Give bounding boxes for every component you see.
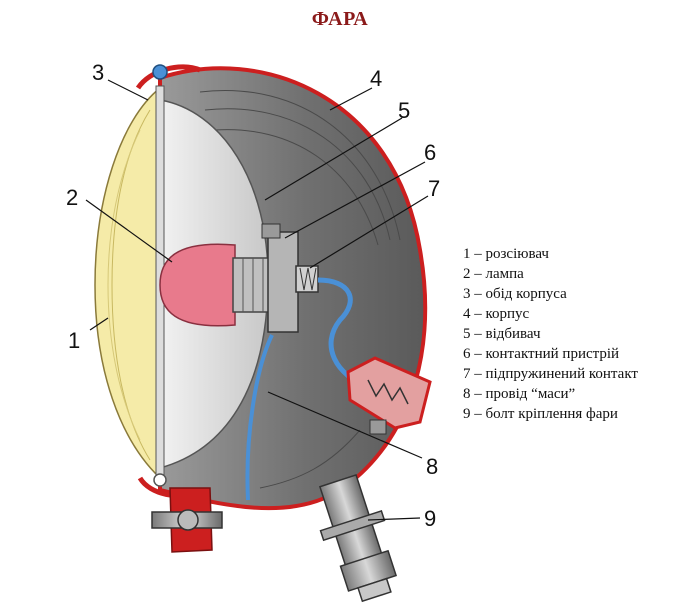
ground-wire — [245, 334, 274, 501]
legend-item-6: 6 – контактний пристрій — [463, 346, 620, 362]
spring-contact — [295, 265, 319, 293]
housing-shade-line — [259, 429, 361, 489]
side-connector-nut — [369, 419, 387, 435]
leader-line-1 — [89, 317, 109, 331]
lens-flute — [107, 129, 141, 441]
leader-line-6 — [284, 161, 426, 239]
callout-7: 7 — [428, 176, 440, 201]
mounting-bolt — [318, 474, 398, 603]
leader-line-7 — [309, 195, 429, 269]
diagram-title: ФАРА — [311, 8, 369, 30]
lens — [94, 86, 161, 480]
callout-6: 6 — [424, 140, 436, 165]
lamp-bulb — [159, 243, 236, 327]
rim-screw-icon — [152, 64, 168, 80]
callout-8: 8 — [426, 454, 438, 479]
legend-item-3: 3 – обід корпуса — [463, 286, 567, 302]
contact-device — [267, 231, 299, 333]
housing-shade-line — [199, 90, 401, 241]
spring-coil — [299, 267, 317, 291]
legend-item-5: 5 – відбивач — [463, 326, 541, 342]
legend-item-8: 8 – провід “маси” — [463, 386, 576, 402]
leader-line-8 — [267, 391, 423, 459]
leader-line-3 — [107, 79, 149, 101]
callout-1: 1 — [68, 328, 80, 353]
legend-item-7: 7 – підпружинений контакт — [463, 366, 638, 382]
callout-3: 3 — [92, 60, 104, 85]
leader-line-2 — [85, 199, 173, 263]
callout-9: 9 — [424, 506, 436, 531]
housing-shade-line — [214, 129, 379, 246]
contact-device-cap — [261, 223, 281, 239]
housing-shade-line — [204, 108, 391, 241]
mounting-bolt-washer — [319, 509, 386, 542]
rim-clip-icon — [153, 473, 167, 487]
mounting-bolt-tip — [357, 577, 392, 603]
legend-item-1: 1 – розсіювач — [463, 246, 549, 262]
side-connector-spring — [367, 379, 409, 405]
leader-line-9 — [367, 517, 421, 521]
leader-line-5 — [264, 117, 403, 201]
bottom-bracket-nut — [177, 509, 199, 531]
connector-wire — [317, 277, 371, 391]
legend: 1 – розсіювач 2 – лампа 3 – обід корпуса… — [463, 244, 638, 424]
legend-item-4: 4 – корпус — [463, 306, 530, 322]
legend-item-2: 2 – лампа — [463, 266, 524, 282]
callout-5: 5 — [398, 98, 410, 123]
legend-item-9: 9 – болт кріплення фари — [463, 406, 618, 422]
leader-line-4 — [329, 87, 373, 111]
callout-2: 2 — [66, 185, 78, 210]
callout-4: 4 — [370, 66, 382, 91]
